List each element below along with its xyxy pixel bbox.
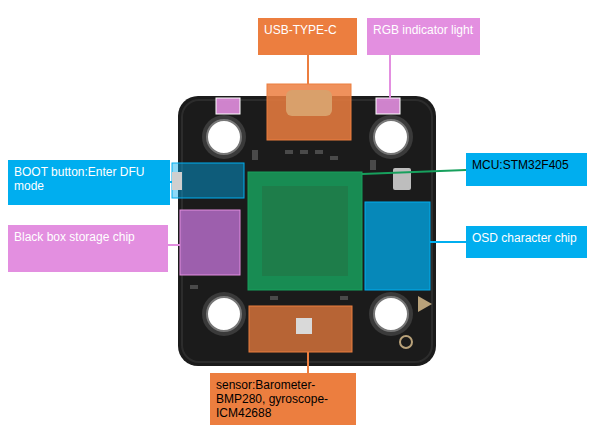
mounting-hole [207, 297, 241, 331]
callout-box: MCU:STM32F405 [466, 153, 587, 186]
callout-box: OSD character chip [466, 226, 587, 258]
callout-text: sensor:Barometer-BMP280, gyroscope-ICM42… [216, 378, 350, 420]
sensor-highlight [249, 306, 352, 352]
callout-box: sensor:Barometer-BMP280, gyroscope-ICM42… [210, 373, 356, 425]
leader-line [170, 181, 172, 183]
mcu-highlight [248, 172, 362, 290]
osd-highlight [365, 202, 430, 290]
boot-highlight [172, 163, 244, 198]
smd-part [340, 296, 348, 300]
callout-text: MCU:STM32F405 [472, 158, 581, 172]
callout-text: RGB indicator light [373, 23, 474, 37]
leader-line [389, 55, 391, 98]
blackbox-highlight [180, 210, 240, 275]
usb-connector [286, 90, 332, 116]
callout-text: USB-TYPE-C [264, 23, 351, 37]
smd-part [330, 156, 338, 160]
leader-line [307, 55, 309, 84]
hole-ring [369, 115, 413, 159]
mounting-hole [207, 120, 241, 154]
callout-box: Black box storage chip [8, 225, 168, 272]
leader-line [168, 244, 180, 246]
mcu-chip [262, 186, 348, 276]
callout-text: OSD character chip [472, 231, 581, 245]
callout-box: USB-TYPE-C [258, 18, 357, 55]
rgb-led-highlight [376, 98, 400, 114]
boot-button [172, 172, 182, 190]
mounting-hole [374, 120, 408, 154]
leader-line [430, 241, 466, 243]
hole-ring [202, 115, 246, 159]
smd-part [300, 150, 308, 154]
callout-text: Black box storage chip [14, 230, 162, 244]
smd-part [315, 150, 323, 154]
hole-ring [369, 292, 413, 336]
pad-ring [400, 336, 412, 348]
leader-line [307, 352, 309, 373]
callout-box: RGB indicator light [367, 18, 480, 55]
direction-arrow [418, 296, 432, 312]
rgb-led-highlight [216, 98, 240, 114]
callout-text: BOOT button:Enter DFU mode [14, 165, 164, 193]
smd-part [252, 150, 258, 160]
callout-box: BOOT button:Enter DFU mode [8, 160, 170, 205]
gyro-chip [296, 318, 312, 334]
leader-line [362, 170, 466, 174]
usb-highlight [267, 84, 351, 140]
hole-ring [202, 292, 246, 336]
smd-part [270, 296, 278, 300]
mounting-hole [374, 297, 408, 331]
smd-part [370, 160, 376, 170]
smd-part [285, 150, 293, 154]
smd-part [190, 285, 198, 289]
